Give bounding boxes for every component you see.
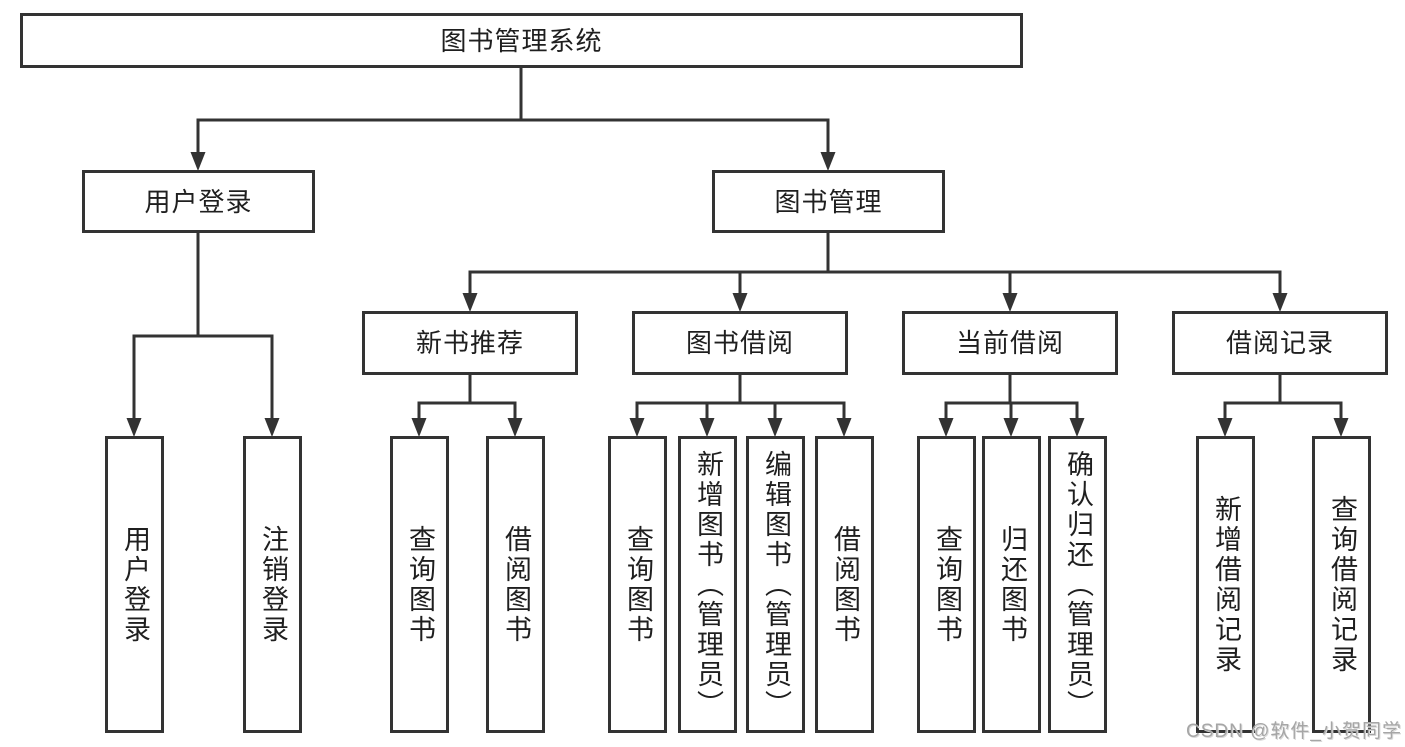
arrow-down-icon <box>1272 293 1288 312</box>
leaf-user-login: 用户登录 <box>105 436 164 733</box>
leaf-borrow-books: 借阅图书 <box>815 436 874 733</box>
arrow-down-icon <box>1069 418 1085 437</box>
node-root-system: 图书管理系统 <box>20 13 1023 68</box>
csdn-watermark: CSDN @软件_小贺同学 <box>1186 721 1402 742</box>
arrow-down-icon <box>836 418 852 437</box>
edge-lines <box>132 66 1343 421</box>
arrow-down-icon <box>1002 293 1018 312</box>
edge-group-records <box>1223 373 1343 421</box>
arrow-down-icon <box>411 418 427 437</box>
arrow-down-icon <box>732 293 748 312</box>
arrow-down-icon <box>126 418 142 437</box>
leaf-query-books: 查询图书 <box>608 436 667 733</box>
edge-group-borrow <box>635 373 846 421</box>
arrow-down-icon <box>820 152 836 171</box>
leaf-confirm-return-admin: 确认归还（管理员） <box>1048 436 1107 733</box>
arrow-down-icon <box>462 293 478 312</box>
arrow-down-icon <box>264 418 280 437</box>
arrow-down-icon <box>1333 418 1349 437</box>
node-new-book-recommend: 新书推荐 <box>362 311 578 375</box>
arrow-down-icon <box>938 418 954 437</box>
leaf-logout: 注销登录 <box>243 436 302 733</box>
arrow-down-icon <box>1217 418 1233 437</box>
node-book-borrowing: 图书借阅 <box>632 311 848 375</box>
arrowheads <box>126 152 1349 437</box>
leaf-edit-books-admin: 编辑图书（管理员） <box>746 436 805 733</box>
arrow-down-icon <box>190 152 206 171</box>
arrow-down-icon <box>1003 418 1019 437</box>
node-book-management: 图书管理 <box>712 170 945 233</box>
leaf-query-borrow-record: 查询借阅记录 <box>1312 436 1371 733</box>
leaf-borrow-books: 借阅图书 <box>486 436 545 733</box>
edge-level2-rail <box>196 118 830 155</box>
arrow-down-icon <box>629 418 645 437</box>
leaf-return-books: 归还图书 <box>982 436 1041 733</box>
node-user-login: 用户登录 <box>82 170 315 233</box>
arrow-down-icon <box>767 418 783 437</box>
edge-group-current <box>944 373 1079 421</box>
leaf-add-borrow-record: 新增借阅记录 <box>1196 436 1255 733</box>
edge-user-login-branch <box>132 231 274 421</box>
leaf-query-books: 查询图书 <box>917 436 976 733</box>
node-borrowing-records: 借阅记录 <box>1172 311 1388 375</box>
node-current-borrowing: 当前借阅 <box>902 311 1118 375</box>
leaf-add-books-admin: 新增图书（管理员） <box>678 436 737 733</box>
edge-book-mgmt-branch <box>468 231 1282 297</box>
arrow-down-icon <box>507 418 523 437</box>
edge-group-newbook <box>417 373 517 421</box>
leaf-query-books: 查询图书 <box>390 436 449 733</box>
arrow-down-icon <box>699 418 715 437</box>
